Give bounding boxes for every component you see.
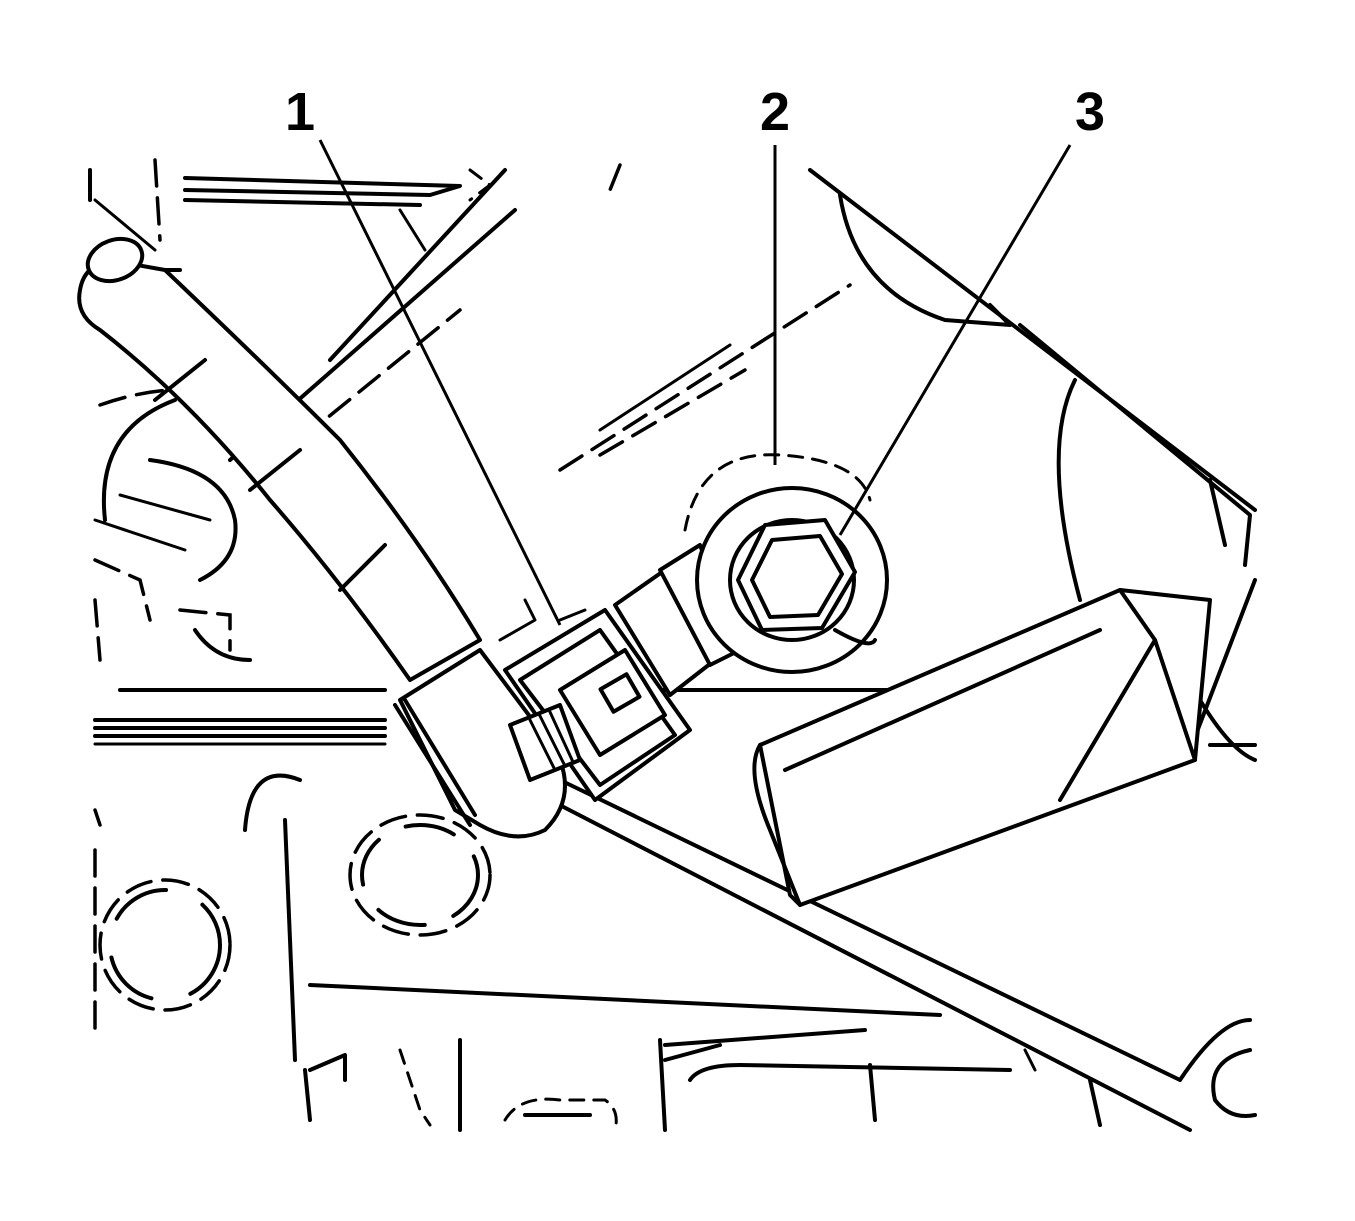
background-structure — [88, 158, 1257, 1132]
callout-leaders — [318, 139, 1072, 626]
sensor-bolt — [736, 518, 857, 632]
callout-number-1: 1 — [285, 82, 315, 142]
leader-line-3 — [838, 144, 1072, 536]
callout-number-2: 2 — [760, 82, 790, 142]
leader-line-1 — [318, 139, 562, 626]
wiring-harness-conduit — [77, 236, 482, 682]
heat-shield-bracket — [752, 588, 1212, 907]
callout-number-3: 3 — [1075, 82, 1105, 142]
